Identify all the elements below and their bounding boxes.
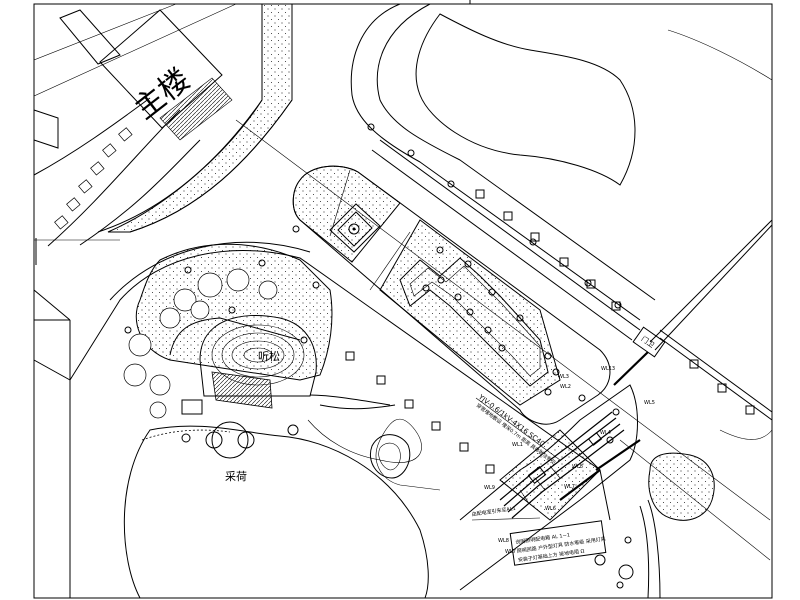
main-building <box>99 9 223 129</box>
node-label: WL7 <box>564 484 575 490</box>
node-label: WL9 <box>484 485 495 491</box>
gate-house-label: 门卫 <box>640 334 657 349</box>
node-label: WL6 <box>545 506 556 512</box>
loop-garden: 听松 <box>33 241 611 521</box>
legend-box: 由配电室引来至AL1 说明照明配电箱 AL 1~1 照明回路 户外型灯具 防水等… <box>471 505 607 566</box>
node-label: WL7 <box>505 549 516 555</box>
node-label: WL5 <box>644 400 655 406</box>
lotus-label: 采荷 <box>225 470 247 483</box>
node-label: WL8 <box>572 464 583 470</box>
lotus-pond: 采荷 <box>33 289 429 599</box>
pipe-node-labels: WL13 WL5 WL3 WL2 WL1 WL4 WL7 WL8 WL9 WL6… <box>484 366 655 555</box>
node-label: WL8 <box>498 538 509 544</box>
pavilion-label: 听松 <box>258 349 280 363</box>
cable-note-text: 由配电室引来至AL1 <box>471 505 516 518</box>
main-building-area: 主楼 <box>33 3 293 300</box>
entry-plaza: YJV-0.6/1kV-4X16 SC40 穿管埋地敷设 埋深0.7m 距离 具… <box>459 368 771 591</box>
node-label: WL4 <box>600 430 611 436</box>
gate-house <box>632 326 666 358</box>
lake-and-road: 门卫 <box>350 3 773 599</box>
node-label: WL1 <box>512 442 523 448</box>
node-label: WL13 <box>601 366 615 372</box>
node-label: WL2 <box>560 384 571 390</box>
node-label: WL3 <box>558 374 569 380</box>
linear-garden <box>292 165 611 474</box>
pipe-spec-text: YJV-0.6/1kV-4X16 SC40 <box>476 393 546 449</box>
pipe-note-text: 穿管埋地敷设 埋深0.7m 距离 具体做法参见 <box>475 402 557 466</box>
